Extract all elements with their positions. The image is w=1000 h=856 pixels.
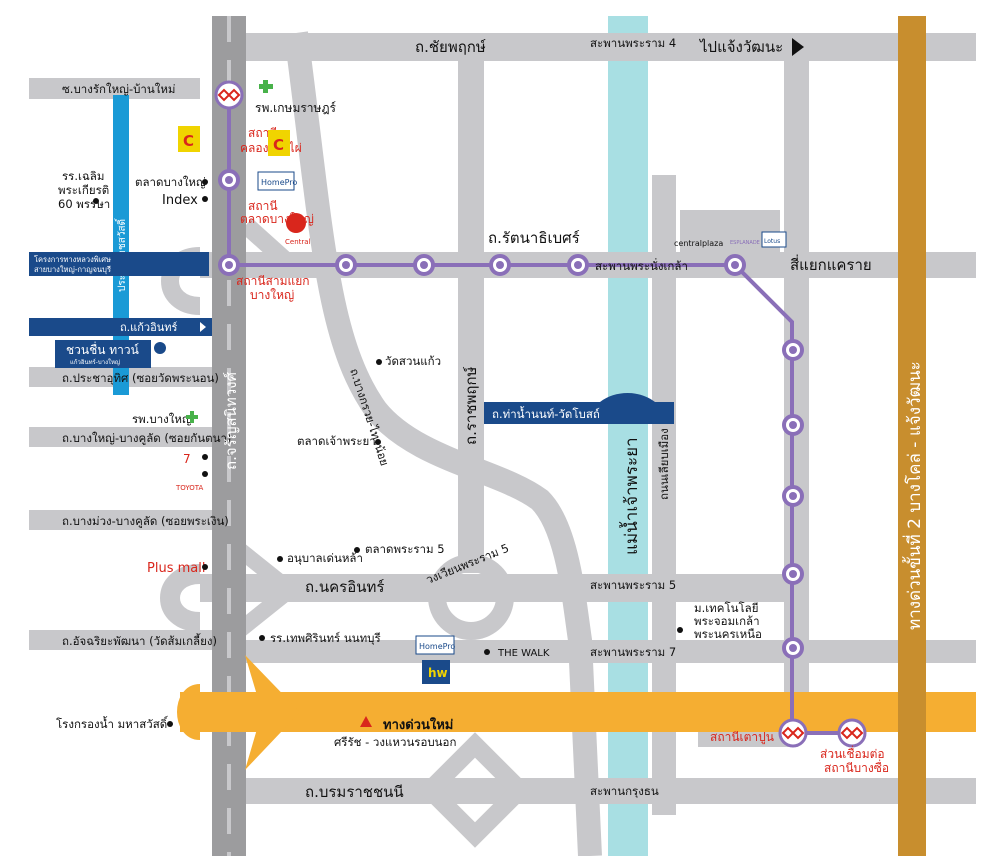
tesco-logo-icon (761, 231, 787, 248)
hospital-cross-icon (259, 80, 273, 93)
kaew-in-banner (29, 318, 212, 336)
svg-text:C: C (183, 132, 194, 150)
bang-yai-khu-lat-label: ถ.บางใหญ่-บางคูลัด (ซอยกันตนา) (62, 431, 231, 445)
direction-arrow-icon (792, 38, 804, 56)
sueng-thong-label: ถนนเลียบเมือง (657, 428, 671, 500)
svg-text:พระนครเหนือ: พระนครเหนือ (694, 627, 762, 641)
svg-text:HomePro: HomePro (419, 642, 455, 651)
rama5-bridge-label: สะพานพระราม 5 (590, 578, 676, 592)
kaew-in-label: ถ.แก้วอินทร์ (120, 321, 177, 334)
khae-rai-label: สี่แยกแคราย (790, 254, 872, 274)
project-road-label: โครงการทางหลวงพิเศษ (34, 255, 111, 264)
tha-nam-banner (484, 402, 674, 424)
thepsirin-label: รร.เทพศิรินทร์ นนทบุรี (270, 631, 381, 645)
borommaratchachonnani-label: ถ.บรมราชชนนี (305, 783, 404, 801)
kasemrad-label: รพ.เกษมราษฎร์ (255, 101, 337, 115)
expressway-new-label: ทางด่วนใหม่ (383, 716, 453, 733)
expressway-marker-icon (360, 716, 372, 727)
svg-text:พระจอมเกล้า: พระจอมเกล้า (694, 614, 760, 628)
the-walk-logo-icon: THE WALK (497, 648, 550, 659)
toyota-logo-icon: TOYOTA (175, 484, 204, 492)
talad-bang-yai-station: สถานี (248, 199, 278, 213)
rama4-bridge-label: สะพานพระราม 4 (590, 36, 676, 50)
svg-text:C: C (273, 136, 284, 154)
bang-yai-hospital-label: รพ.บางใหญ่ (132, 412, 192, 426)
svg-text:60 พรรษา: 60 พรรษา (58, 197, 110, 211)
interchange-icon-tao-poon (778, 718, 808, 748)
roundabout (428, 554, 514, 640)
anuban-label: อนุบาลเด่นหล้า (287, 551, 363, 565)
water-plant-label: โรงกรองน้ำ มหาสวัสดิ์ (56, 715, 169, 731)
svg-text:HomePro: HomePro (261, 178, 297, 187)
tha-nam-label: ถ.ท่าน้ำนนท์-วัดโบสถ์ (492, 406, 600, 421)
rama7-bridge-label: สะพานพระราม 7 (590, 645, 676, 659)
homepro-logo-icon (257, 171, 295, 191)
bang-muang-label: ถ.บางม่วง-บางคูลัด (ซอยพระเงิน) (62, 514, 229, 528)
charansanitwong-label-top: ถ.จรัญสนิทวงศ์ (222, 371, 240, 470)
phra-nang-klao-label: สะพานพระนั่งเกล้า (595, 258, 688, 273)
svg-text:Central: Central (285, 238, 311, 246)
bang-sue-connection: ส่วนเชื่อมต่อ (820, 745, 885, 761)
homeworks-logo-icon (422, 660, 450, 684)
esplanade-logo-icon: ESPLANADE (730, 240, 760, 246)
svg-text:สถานีบางซื่อ: สถานีบางซื่อ (824, 759, 889, 775)
interchange-icon-khlong (214, 80, 244, 110)
kmutnb-label: ม.เทคโนโลยี (694, 601, 758, 615)
svg-text:พระเกียรติ: พระเกียรติ (58, 183, 109, 197)
expressway-new-sub: ศรีรัช - วงแหวนรอบนอก (334, 735, 456, 749)
town-in-town-banner (55, 340, 151, 368)
bang-rak-yai-label: ซ.บางรักใหญ่-บ้านใหม่ (62, 82, 176, 96)
central-logo-icon: Central (285, 213, 311, 246)
svg-text:Lotus: Lotus (764, 238, 780, 245)
town-in-town-label: ชวนชื่น ทาวน์ (66, 341, 139, 357)
hospital-cross-icon (186, 411, 198, 423)
wat-suan-kaew-label: วัดสวนแก้ว (385, 354, 441, 368)
atcharaphat-label: ถ.อัจฉริยะพัฒนา (วัดส้มเกลี้ยง) (62, 633, 217, 648)
plusmall-logo-icon: Plus mall (147, 561, 205, 576)
project-road-banner (29, 252, 209, 276)
rattanathibet-label: ถ.รัตนาธิเบศร์ (488, 229, 580, 247)
svg-text:บางใหญ่: บางใหญ่ (250, 288, 294, 302)
svg-text:สายบางใหญ่-กาญจนบุรี: สายบางใหญ่-กาญจนบุรี (34, 265, 111, 274)
bigc-logo-icon: C C (178, 126, 290, 156)
town-in-town-sub: แก้วอินทร์-บางใหญ่ (70, 358, 120, 366)
tao-poon-station: สถานีเตาปูน (710, 730, 774, 745)
talad-rama5-label: ตลาดพระราม 5 (365, 542, 445, 556)
talad-bang-yai-label: ตลาดบางใหญ่ (135, 175, 206, 189)
interchange-icon-bang-sue (837, 718, 867, 748)
chao-phraya-label: แม่น้ำเจ้าพระยา (619, 437, 642, 555)
expressway-right-label: ทางด่วนขั้นที่ 2 บางโคล่ - แจ้งวัฒนะ (902, 361, 925, 630)
homepro-logo-icon (415, 635, 455, 655)
prachanukul-label: ถ.ประชาอุทิศ (ซอยวัดพระนอน) (62, 371, 219, 385)
expressway-vertical (898, 16, 926, 856)
to-chaeng-watthana-label: ไปแจ้งวัฒนะ (699, 38, 783, 56)
svg-text:hw: hw (428, 666, 448, 680)
talad-chao-phraya-label: ตลาดเจ้าพระยา (297, 434, 376, 448)
chaiyaphruek-label: ถ.ชัยพฤกษ์ (415, 38, 486, 56)
school-60-label: รร.เฉลิม (62, 169, 104, 183)
ratchaphruek-label: ถ.ราชพฤกษ์ (462, 366, 480, 445)
central-plaza-logo-icon: centralplaza (674, 239, 723, 248)
nakhon-in-label: ถ.นครอินทร์ (305, 578, 384, 596)
station-inner (225, 176, 797, 652)
index-label: Index (162, 193, 198, 208)
seven-eleven-logo-icon: 7 (183, 452, 191, 466)
krung-thon-label: สะพานกรุงธน (590, 784, 659, 798)
sam-yaek-station: สถานีสามแยก (236, 274, 310, 288)
bang-kruai-road (284, 31, 602, 856)
